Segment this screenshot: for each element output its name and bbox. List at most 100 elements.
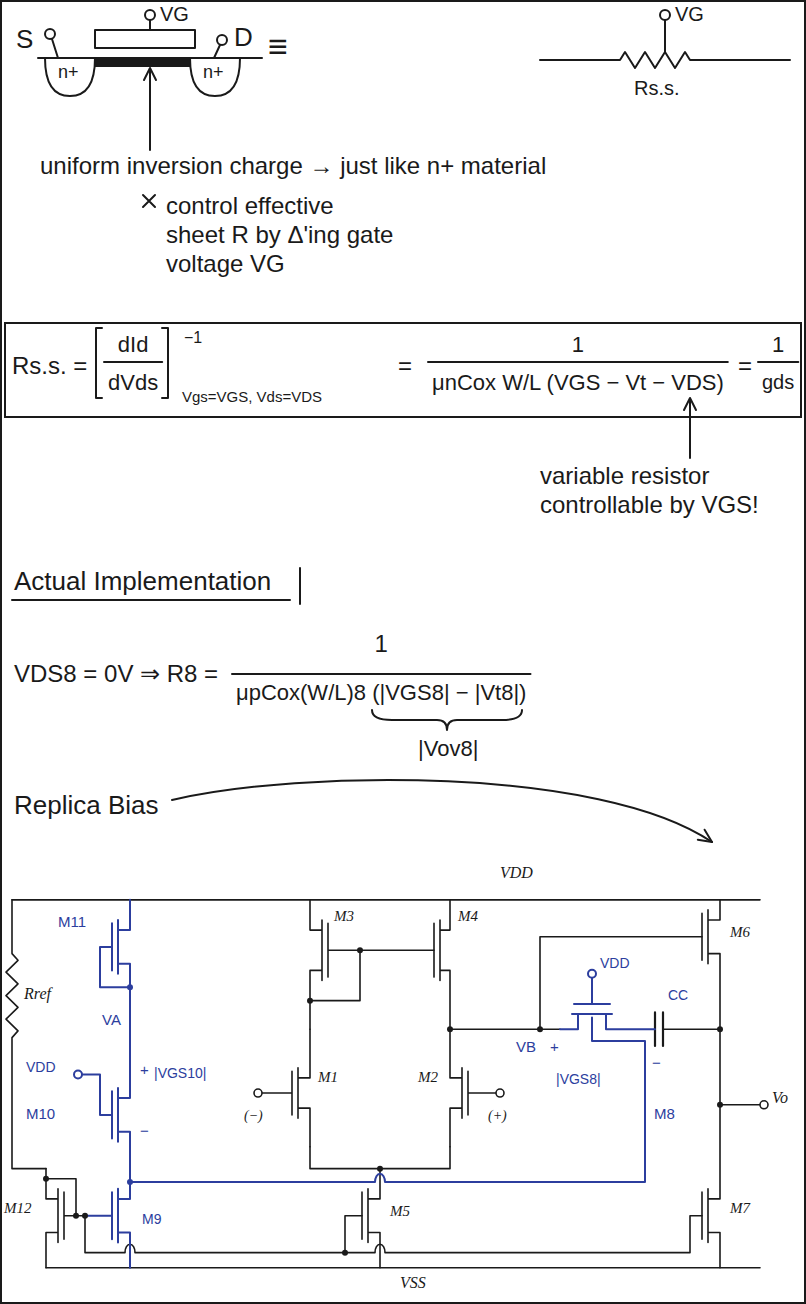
cross-mark: [143, 195, 155, 207]
replica-arc: [172, 780, 712, 842]
gate-terminal: [660, 10, 670, 20]
device-name: M2: [418, 1068, 438, 1086]
formula-term: =: [738, 352, 752, 381]
transistor-symbol: [560, 977, 655, 1029]
terminal-label: D: [234, 22, 253, 53]
resistor-label: Rs.s.: [634, 76, 680, 100]
drain-terminal: [217, 35, 227, 45]
note-text: variable resistor controllable by VGS!: [540, 462, 790, 520]
formula-term: =: [398, 352, 412, 381]
resistor-symbol: [540, 52, 790, 68]
junction-dot: [127, 984, 133, 990]
source-wire: [52, 39, 58, 58]
diode-wire: [100, 947, 130, 987]
voltage-label: |VGS8|: [556, 1071, 601, 1088]
gate-terminal: [145, 10, 155, 20]
polarity-sign: −: [140, 1122, 149, 1140]
gate-wire: [149, 20, 151, 30]
formula-denominator: gds: [762, 370, 794, 394]
supply-label: VDD: [600, 955, 630, 972]
transistor-symbol: [450, 1029, 496, 1147]
transistor-symbol: [362, 1169, 380, 1268]
gate-wire: [85, 1215, 112, 1217]
formula-exponent: −1: [184, 328, 202, 347]
gate-wire: [82, 1075, 112, 1115]
junction-dot: [127, 1179, 133, 1185]
terminal-label: VG: [160, 2, 189, 26]
formula-annotation: |Vov8|: [418, 736, 478, 762]
device-name: M5: [390, 1202, 410, 1220]
input-label: (+): [488, 1108, 507, 1125]
formula-numerator: dId: [118, 332, 149, 358]
formula-term: VDS8 = 0V ⇒ R8 =: [14, 660, 218, 689]
device-name: M7: [730, 1199, 750, 1217]
n-plus-region: [190, 58, 240, 96]
fraction-bar: [428, 361, 728, 363]
junction-dot: [82, 1213, 88, 1219]
device-name: M4: [458, 907, 478, 925]
brace: [372, 710, 522, 730]
polarity-sign: +: [550, 1038, 559, 1056]
transistor-symbol: [46, 1169, 85, 1268]
device-name: M3: [334, 907, 354, 925]
source-terminal: [45, 29, 55, 39]
terminal-label: VG: [675, 2, 704, 26]
device-name: CC: [668, 987, 688, 1004]
device-name: M1: [318, 1068, 338, 1086]
polarity-sign: +: [140, 1061, 149, 1079]
supply-label: VSS: [400, 1273, 426, 1292]
fraction-bar: [104, 361, 162, 363]
transistor-symbol: [434, 900, 450, 1029]
junction-dot: [447, 1026, 453, 1032]
formula-numerator: 1: [375, 630, 388, 659]
handwritten-circuit: [82, 900, 655, 1268]
junction-dot: [537, 1026, 543, 1032]
drain-wire: [214, 45, 220, 58]
junction-dots: [43, 947, 723, 1255]
supply-terminal: [588, 970, 596, 978]
note-text: uniform inversion charge → just like n+ …: [40, 152, 546, 181]
device-name: M8: [654, 1105, 675, 1123]
formula-numerator: 1: [572, 332, 584, 358]
vdd-rail: [12, 899, 760, 901]
transistor-symbol: [702, 900, 720, 1268]
formula-box: Rs.s. =dIddVds−1Vgs=VGS, Vds=VDS=1μnCox …: [4, 322, 802, 418]
tail-wire: [310, 1147, 450, 1169]
arrow-head: [698, 830, 712, 842]
resistor-symbol: [6, 900, 46, 1169]
gate-bar: [111, 923, 113, 1239]
formula-numerator: 1: [772, 332, 784, 358]
device-name: M6: [730, 923, 750, 941]
n-plus-region: [45, 58, 95, 96]
region-label: n+: [203, 62, 224, 84]
vss-rail: [46, 1267, 760, 1269]
signal-wire: [450, 937, 702, 1029]
supply-label: VDD: [26, 1059, 56, 1076]
junction-dot: [73, 1213, 79, 1219]
formula-denominator: dVds: [108, 370, 158, 396]
signal-wire: [663, 1029, 760, 1105]
input-terminal: [254, 1089, 262, 1097]
voltage-label: |VGS10|: [154, 1065, 206, 1082]
polarity-sign: −: [652, 1054, 661, 1072]
junction-dot: [717, 1026, 723, 1032]
formula-condition: Vgs=VGS, Vds=VDS: [182, 388, 322, 406]
supply-label: VDD: [500, 863, 533, 882]
terminal-label: S: [16, 24, 33, 55]
supply-terminal: [74, 1071, 82, 1079]
pointer-arrow: [684, 398, 696, 458]
inversion-channel: [95, 58, 190, 66]
equivalence-sign: ≡: [268, 26, 288, 67]
pointer-arrow: [144, 68, 156, 150]
bias-wire: [85, 1216, 702, 1253]
printed-circuit: [6, 900, 760, 1268]
junction-dot: [377, 1166, 383, 1172]
input-label: (−): [244, 1108, 263, 1125]
op-amp-schematic: [6, 900, 760, 1268]
junction-dot: [43, 1176, 49, 1182]
note-text: control effective sheet R by Δ'ing gate …: [166, 192, 398, 278]
